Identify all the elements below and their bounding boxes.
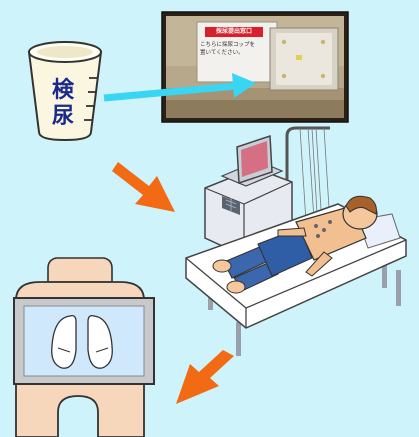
arrow-icon bbox=[176, 350, 234, 404]
urine-cup-icon bbox=[27, 41, 103, 142]
cup-label-line1: 検 bbox=[51, 78, 74, 103]
sign-line-1: こちらに採尿コップを bbox=[200, 42, 256, 48]
cup-label: 検 尿 bbox=[48, 78, 78, 130]
arrow-icon bbox=[103, 73, 256, 102]
chest-xray-icon bbox=[13, 257, 155, 437]
cup-label-line2: 尿 bbox=[51, 104, 74, 129]
sign-body: こちらに採尿コップを 置いてください。 bbox=[200, 41, 274, 57]
sign-title: 採尿提出窓口 bbox=[205, 27, 263, 37]
sign-line-2: 置いてください。 bbox=[200, 50, 244, 56]
arrow-icon bbox=[112, 162, 175, 212]
patient-icon bbox=[212, 195, 378, 294]
